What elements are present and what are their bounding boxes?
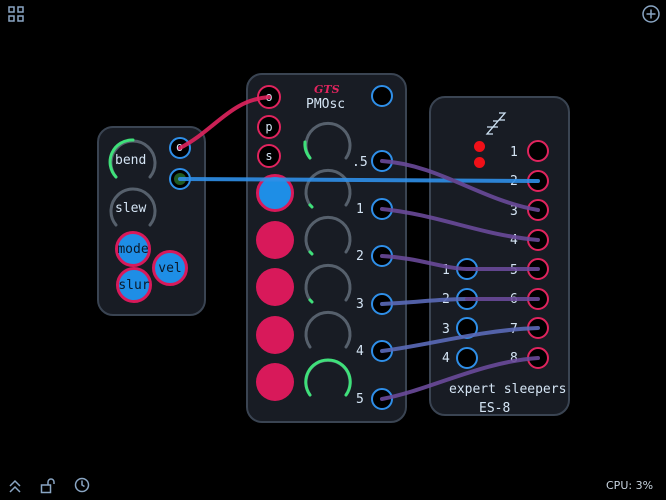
pmosc-jack-3[interactable] [371,293,393,315]
plus-circle-icon[interactable] [642,5,660,23]
es8-brand: expert sleepers [449,382,567,397]
status-led-2 [474,157,485,168]
pmosc-knob-arc-1 [304,168,352,207]
knob-label-2: 2 [356,249,364,264]
pmosc-knob-arc-3 [304,263,352,302]
slew-knob-label[interactable]: slew [115,201,147,216]
input-jack-1[interactable] [456,258,478,280]
unlock-icon[interactable] [40,477,56,494]
pmosc-knob-active-1 [308,203,314,209]
input-jack-3[interactable] [456,317,478,339]
output-label-6: 6 [510,292,518,307]
mode-button[interactable]: mode [115,231,151,267]
pmosc-knob-active-0 [303,140,312,160]
pmosc-title: PMOsc [306,97,346,112]
output-label-8: 8 [510,351,518,366]
output-jack-2[interactable] [527,170,549,192]
output-label-3: 3 [510,204,518,219]
input-jack-4[interactable] [456,347,478,369]
bend-knob-label[interactable]: bend [115,153,147,168]
output-label-1: 1 [510,145,518,160]
slur-button[interactable]: slur [116,267,152,303]
output-label-2: 2 [510,174,518,189]
output-label-7: 7 [510,322,518,337]
pmosc-knob-arc-4 [304,310,352,349]
input-label-4: 4 [442,351,450,366]
output-jack-3[interactable] [527,199,549,221]
vel-button[interactable]: vel [152,250,188,286]
pmosc-knob-active-5 [304,358,352,397]
pmosc-knob-arc-0 [304,121,352,160]
output-jack-7[interactable] [527,317,549,339]
zzz-icon [485,110,511,136]
pad-5[interactable] [256,363,294,401]
pad-1[interactable] [256,174,294,212]
cpu-readout: CPU: 3% [606,479,654,492]
gts-logo: GTS [314,83,340,96]
mod-out-jack-label: o [176,140,184,154]
input-label-3: 3 [442,322,450,337]
grid-icon[interactable] [8,6,24,22]
output-jack-6[interactable] [527,288,549,310]
output-jack-5[interactable] [527,258,549,280]
output-jack-4[interactable] [527,229,549,251]
pmosc-knob-active-2 [308,250,314,256]
knob-label-1: 1 [356,202,364,217]
slew-knob-arc [109,187,157,227]
pmosc-out-jack[interactable] [371,85,393,107]
pad-3[interactable] [256,268,294,306]
pmosc-jack-ratio-half[interactable] [371,150,393,172]
output-label-4: 4 [510,233,518,248]
bend-knob-active-arc [108,138,135,179]
double-chevron-up-icon[interactable] [8,478,22,494]
pmosc-jack-1[interactable] [371,198,393,220]
input-jack-2[interactable] [456,288,478,310]
op-button-s[interactable]: s [257,144,281,168]
knob-label-5: 5 [356,392,364,407]
knob-label-4: 4 [356,344,364,359]
input-label-2: 2 [442,292,450,307]
status-led-1 [474,141,485,152]
pad-4[interactable] [256,316,294,354]
input-label-1: 1 [442,263,450,278]
op-button-p[interactable]: p [257,115,281,139]
pmosc-jack-4[interactable] [371,340,393,362]
clock-icon[interactable] [74,477,90,493]
op-button-o[interactable]: o [257,85,281,109]
output-jack-8[interactable] [527,347,549,369]
knob-label-ratio-half: .5 [352,155,368,170]
pad-2[interactable] [256,221,294,259]
pmosc-knob-active-3 [308,298,314,304]
pmosc-jack-2[interactable] [371,245,393,267]
mod-cv-jack-plug [174,173,186,185]
es8-model: ES-8 [479,401,511,416]
output-label-5: 5 [510,263,518,278]
output-jack-1[interactable] [527,140,549,162]
pmosc-jack-5[interactable] [371,388,393,410]
pmosc-knob-arc-2 [304,215,352,254]
knob-label-3: 3 [356,297,364,312]
